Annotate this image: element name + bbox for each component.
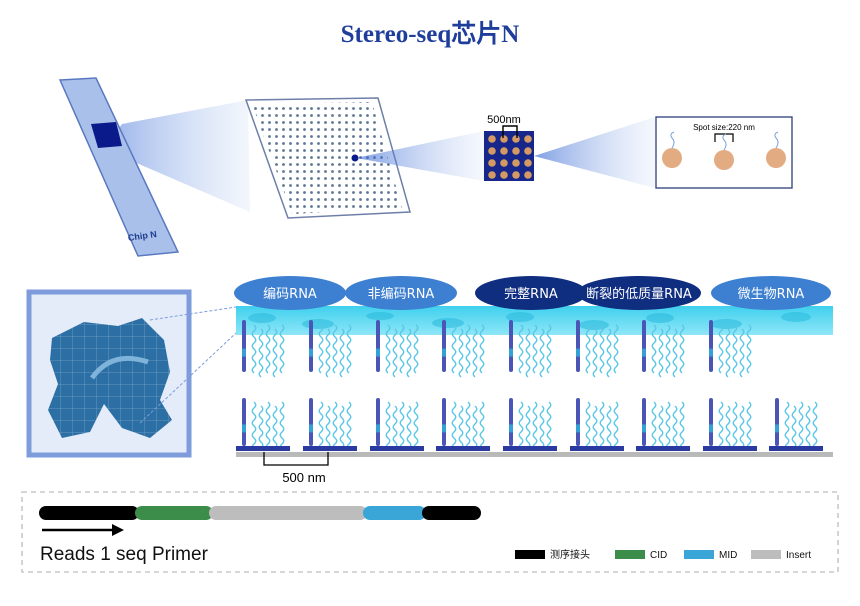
legend-swatch [684,550,714,559]
chip-capture-area [91,122,122,148]
grid-dots [252,102,402,214]
probe-cluster [709,320,752,378]
spot-beads [662,131,786,170]
zoom-beam-3 [534,117,655,188]
probe-spacing-bracket [263,452,329,466]
bead-spacing-bracket [502,125,518,138]
primer-label: Reads 1 seq Primer [40,544,209,565]
probe-base [769,446,823,451]
probe-cluster [376,398,419,451]
rna-badge-label: 微生物RNA [738,287,805,302]
zoom-line-bottom [139,332,237,424]
probe-cluster [576,320,619,378]
probe-cluster [309,320,352,378]
adapter-segment-left [39,506,139,520]
legend-swatch [515,550,545,559]
legend-label: 测序接头 [550,548,590,561]
zoom-beam-1 [104,100,250,212]
read-structure-bar [39,506,481,520]
probe-cluster [642,320,685,378]
chip-label: Chip N [127,229,157,243]
rna-badge-coding [234,276,346,310]
rna-badge-intact [475,276,587,310]
mid-segment [363,506,426,520]
chip-slide [58,77,180,257]
probe-spacing-label: 500 nm [282,470,325,485]
probe-cluster [576,398,619,451]
probe-base [503,446,557,451]
rna-badge-microbial [711,276,831,310]
rna-badge-label: 编码RNA [263,287,317,302]
probe-cluster [242,398,285,451]
probe-base [636,446,690,451]
spot-size-bracket [714,133,734,142]
probe-cluster [442,398,485,451]
rna-badge-label: 完整RNA [504,287,558,302]
probe-base [703,446,757,451]
adapter-segment-right [422,506,481,520]
probe-cluster [242,320,285,378]
probe-cluster [642,398,685,451]
zoom-line-top [149,306,237,321]
chip-substrate [236,452,833,457]
tissue-grid-overlay [48,318,172,438]
rna-badge-noncoding [345,276,457,310]
probe-cluster [775,398,818,451]
grid-zoom-spot [351,154,359,162]
tissue-cells [248,312,811,330]
captured-probe-row [242,320,752,378]
probe-base [303,446,357,451]
legend-label: CID [650,550,667,561]
probe-base [436,446,490,451]
insert-segment [209,506,367,520]
probe-cluster [509,398,552,451]
bead-dots [488,135,532,179]
bead-spacing-label: 500nm [487,114,521,126]
tissue-fold [89,355,149,380]
legend-label: Insert [786,550,811,561]
spot-probe-row [236,398,823,451]
zoom-beam-2 [356,131,484,181]
probe-cluster [709,398,752,451]
rna-badge-degraded [577,276,701,310]
probe-base [370,446,424,451]
figure-title: Stereo-seq芯片N [340,21,520,48]
cid-segment [135,506,213,520]
legend: 测序接头 CID MID Insert [515,548,811,561]
rna-type-badges: 编码RNA 非编码RNA 完整RNA 断裂的低质量RNA 微生物RNA [234,276,831,310]
legend-swatch [751,550,781,559]
read-structure-box [21,491,839,573]
probe-cluster [442,320,485,378]
legend-label: MID [719,550,737,561]
probe-cluster [509,320,552,378]
probe-base [570,446,624,451]
probe-cluster [309,398,352,451]
probe-cluster [376,320,419,378]
rna-badge-label: 非编码RNA [368,287,435,302]
legend-swatch [615,550,645,559]
rna-badge-label: 断裂的低质量RNA [586,286,692,302]
probe-base [236,446,290,451]
spot-size-label: Spot size:220 nm [693,123,755,132]
primer-arrow [42,524,124,536]
